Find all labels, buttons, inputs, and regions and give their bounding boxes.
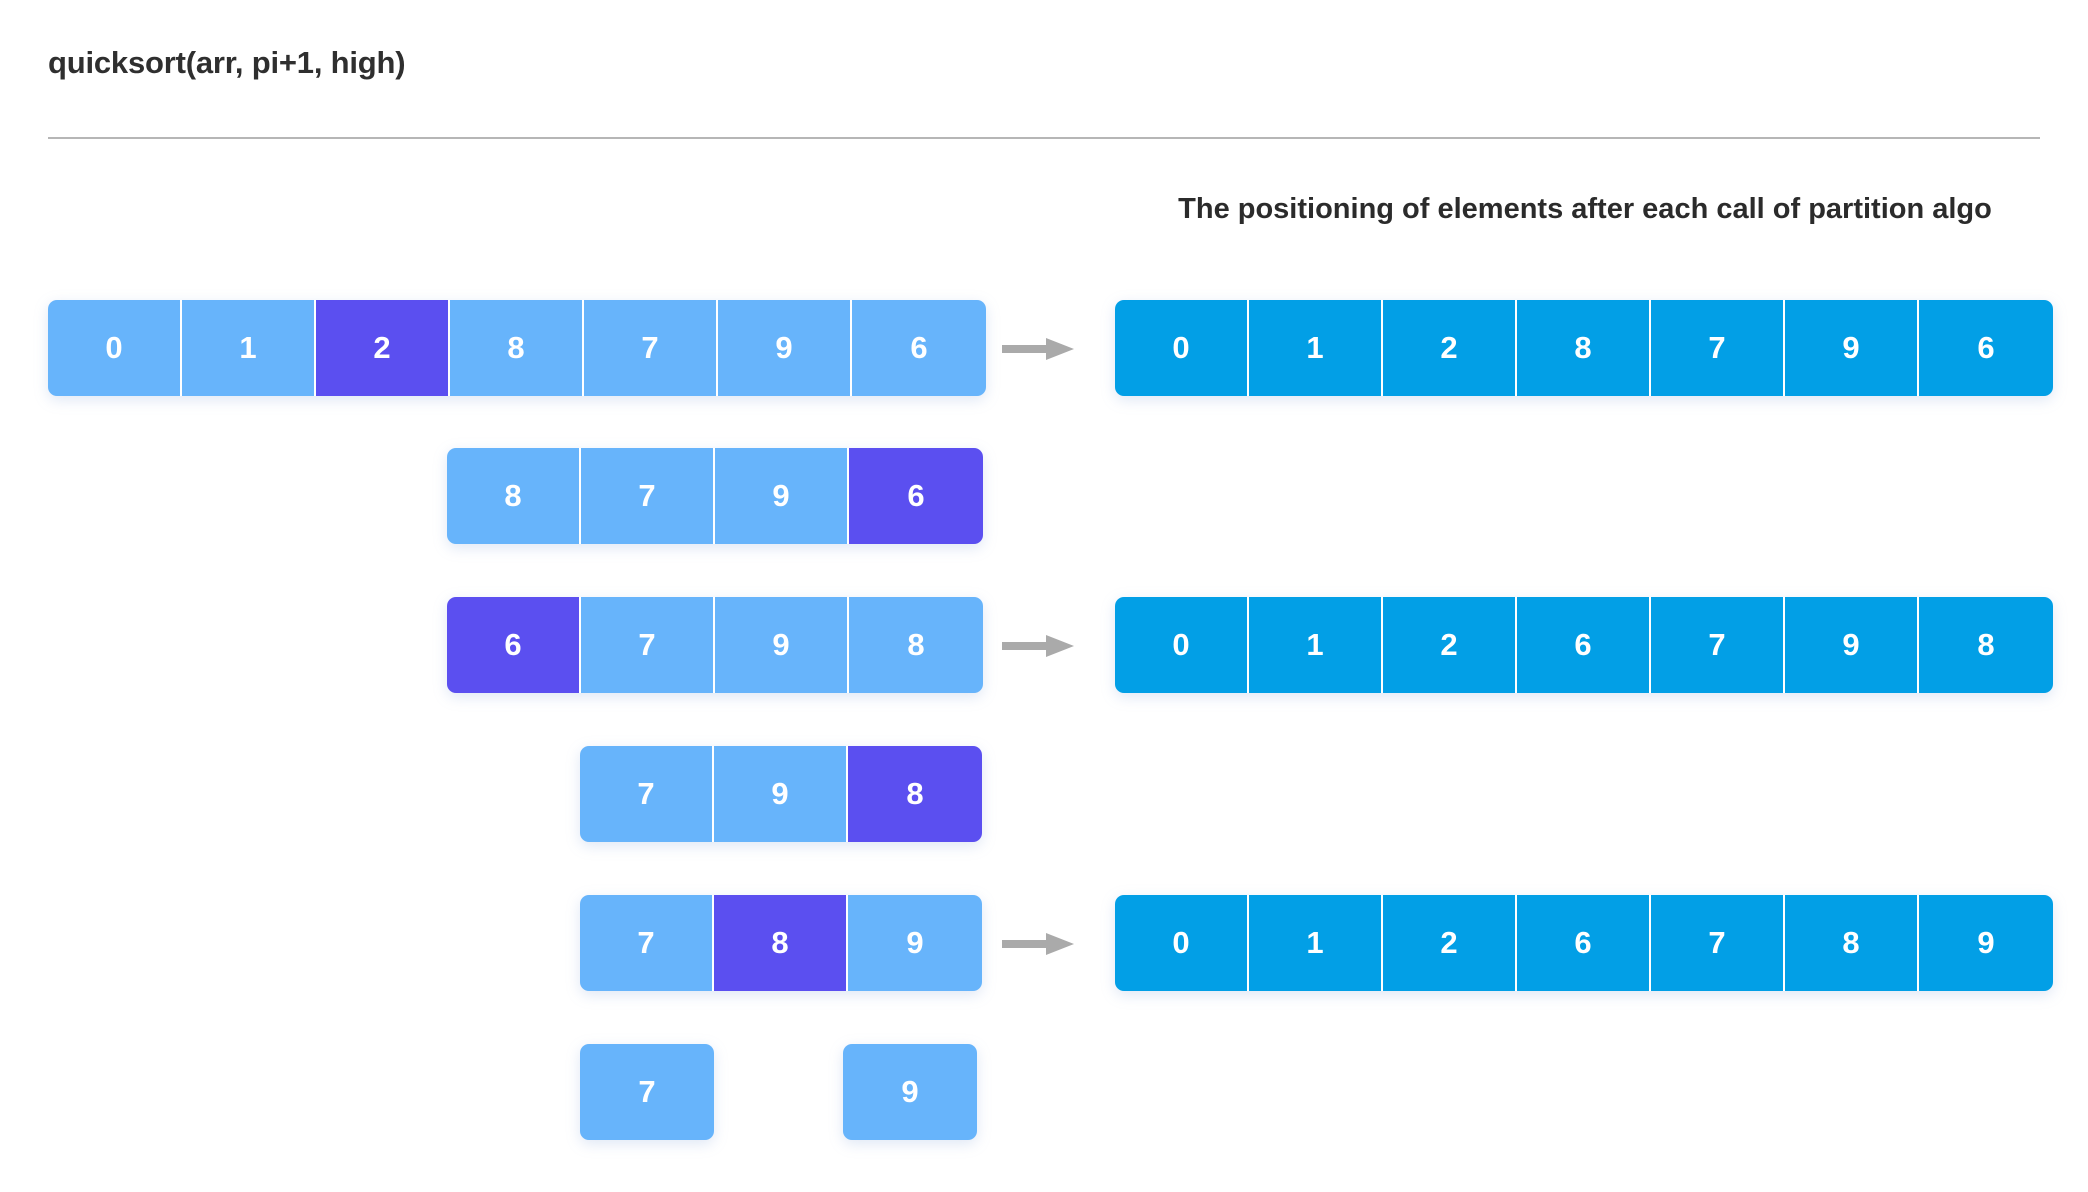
array-cell: 7	[580, 1044, 714, 1140]
array-cell: 7	[581, 597, 715, 693]
array-cell: 8	[450, 300, 584, 396]
array-cell: 2	[1383, 300, 1517, 396]
array-cell: 9	[1919, 895, 2053, 991]
array-cell: 6	[1919, 300, 2053, 396]
array-cell: 7	[1651, 895, 1785, 991]
array-cell: 6	[1517, 895, 1651, 991]
arrow-right-icon	[1002, 338, 1074, 360]
page-title: quicksort(arr, pi+1, high)	[48, 45, 406, 80]
array-cell: 7	[584, 300, 718, 396]
array-cell: 1	[1249, 895, 1383, 991]
array-cell: 7	[1651, 597, 1785, 693]
array-cell: 6	[852, 300, 986, 396]
array-cell: 1	[1249, 597, 1383, 693]
array-cell: 9	[715, 597, 849, 693]
array-cell: 9	[714, 746, 848, 842]
array-cell: 1	[1249, 300, 1383, 396]
array-cell: 9	[1785, 597, 1919, 693]
array-cell: 0	[1115, 597, 1249, 693]
array-cell: 6	[849, 448, 983, 544]
right-column-heading: The positioning of elements after each c…	[1178, 193, 1992, 225]
array-cell: 8	[1785, 895, 1919, 991]
array-cell: 2	[1383, 597, 1517, 693]
array-cell: 8	[714, 895, 848, 991]
array-cell: 8	[1919, 597, 2053, 693]
array-cell: 7	[580, 746, 714, 842]
array-cell: 8	[1517, 300, 1651, 396]
array-cell: 0	[1115, 895, 1249, 991]
array-cell: 7	[581, 448, 715, 544]
array-cell: 1	[182, 300, 316, 396]
array-cell: 0	[1115, 300, 1249, 396]
array-cell: 9	[715, 448, 849, 544]
array-cell: 7	[1651, 300, 1785, 396]
array-cell: 8	[849, 597, 983, 693]
array-cell: 8	[848, 746, 982, 842]
title-divider	[48, 137, 2040, 139]
single-element-box: 7	[580, 1044, 714, 1140]
array-cell: 2	[1383, 895, 1517, 991]
array-cell: 2	[316, 300, 450, 396]
array-cell: 6	[1517, 597, 1651, 693]
array-cell: 9	[718, 300, 852, 396]
array-cell: 7	[580, 895, 714, 991]
array-cell: 9	[1785, 300, 1919, 396]
array-cell: 0	[48, 300, 182, 396]
array-cell: 9	[848, 895, 982, 991]
arrow-right-icon	[1002, 635, 1074, 657]
array-cell: 9	[843, 1044, 977, 1140]
arrow-right-icon	[1002, 933, 1074, 955]
single-element-box: 9	[843, 1044, 977, 1140]
array-cell: 8	[447, 448, 581, 544]
array-cell: 6	[447, 597, 581, 693]
